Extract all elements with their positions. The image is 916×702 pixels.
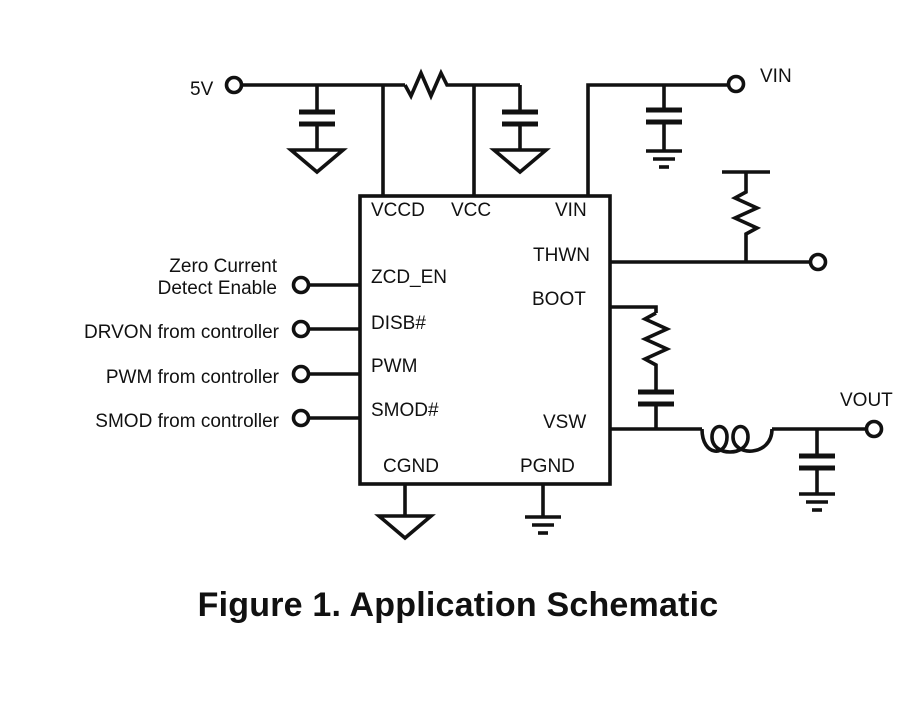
ground-symbol-vin bbox=[646, 149, 682, 169]
pin-smod-label: SMOD# bbox=[371, 400, 439, 421]
pin-thwn-label: THWN bbox=[533, 245, 590, 266]
terminal-pwm bbox=[291, 364, 311, 384]
terminal-vout bbox=[864, 419, 884, 439]
terminal-drvon bbox=[291, 319, 311, 339]
capacitor-vin bbox=[646, 107, 682, 125]
wire-vin-rail bbox=[586, 83, 728, 196]
terminal-5v bbox=[224, 75, 244, 95]
resistor-boot bbox=[640, 311, 672, 390]
capacitor-boot bbox=[638, 389, 674, 407]
capacitor-vout bbox=[799, 453, 835, 471]
ground-symbol-pgnd bbox=[525, 515, 561, 535]
capacitor-vcc bbox=[502, 109, 538, 127]
resistor-vcc bbox=[403, 68, 520, 101]
terminal-smod bbox=[291, 408, 311, 428]
ground-triangle-5v bbox=[286, 148, 348, 175]
wire-boot bbox=[610, 305, 658, 313]
pin-vccd-label: VCCD bbox=[371, 200, 425, 221]
label-5v: 5V bbox=[190, 79, 214, 100]
terminal-thwn bbox=[808, 252, 828, 272]
label-zcd-line1: Zero Current bbox=[169, 256, 277, 277]
pin-vin-label: VIN bbox=[555, 200, 587, 221]
terminal-vin bbox=[726, 74, 746, 94]
pin-disb-label: DISB# bbox=[371, 313, 426, 334]
label-drvon: DRVON from controller bbox=[84, 322, 280, 343]
ic-body bbox=[358, 194, 612, 486]
inductor-output bbox=[700, 424, 774, 454]
pin-zcd-en-label: ZCD_EN bbox=[371, 267, 447, 288]
label-zcd-line2: Detect Enable bbox=[158, 278, 277, 299]
label-pwm: PWM from controller bbox=[106, 367, 280, 388]
figure-caption: Figure 1. Application Schematic bbox=[197, 586, 719, 624]
resistor-thwn bbox=[730, 172, 762, 262]
ground-triangle-cgnd bbox=[374, 514, 436, 541]
pin-vcc-label: VCC bbox=[451, 200, 491, 221]
ground-symbol-vout bbox=[799, 492, 835, 512]
capacitor-5v bbox=[299, 109, 335, 127]
label-vin: VIN bbox=[760, 66, 792, 87]
pin-boot-label: BOOT bbox=[532, 289, 586, 310]
label-smod: SMOD from controller bbox=[95, 411, 279, 432]
pin-pwm-label: PWM bbox=[371, 356, 417, 377]
pin-pgnd-label: PGND bbox=[520, 456, 575, 477]
label-vout: VOUT bbox=[840, 390, 893, 411]
pin-cgnd-label: CGND bbox=[383, 456, 439, 477]
terminal-zcd-en bbox=[291, 275, 311, 295]
ground-triangle-vcc bbox=[489, 148, 551, 175]
pin-vsw-label: VSW bbox=[543, 412, 586, 433]
